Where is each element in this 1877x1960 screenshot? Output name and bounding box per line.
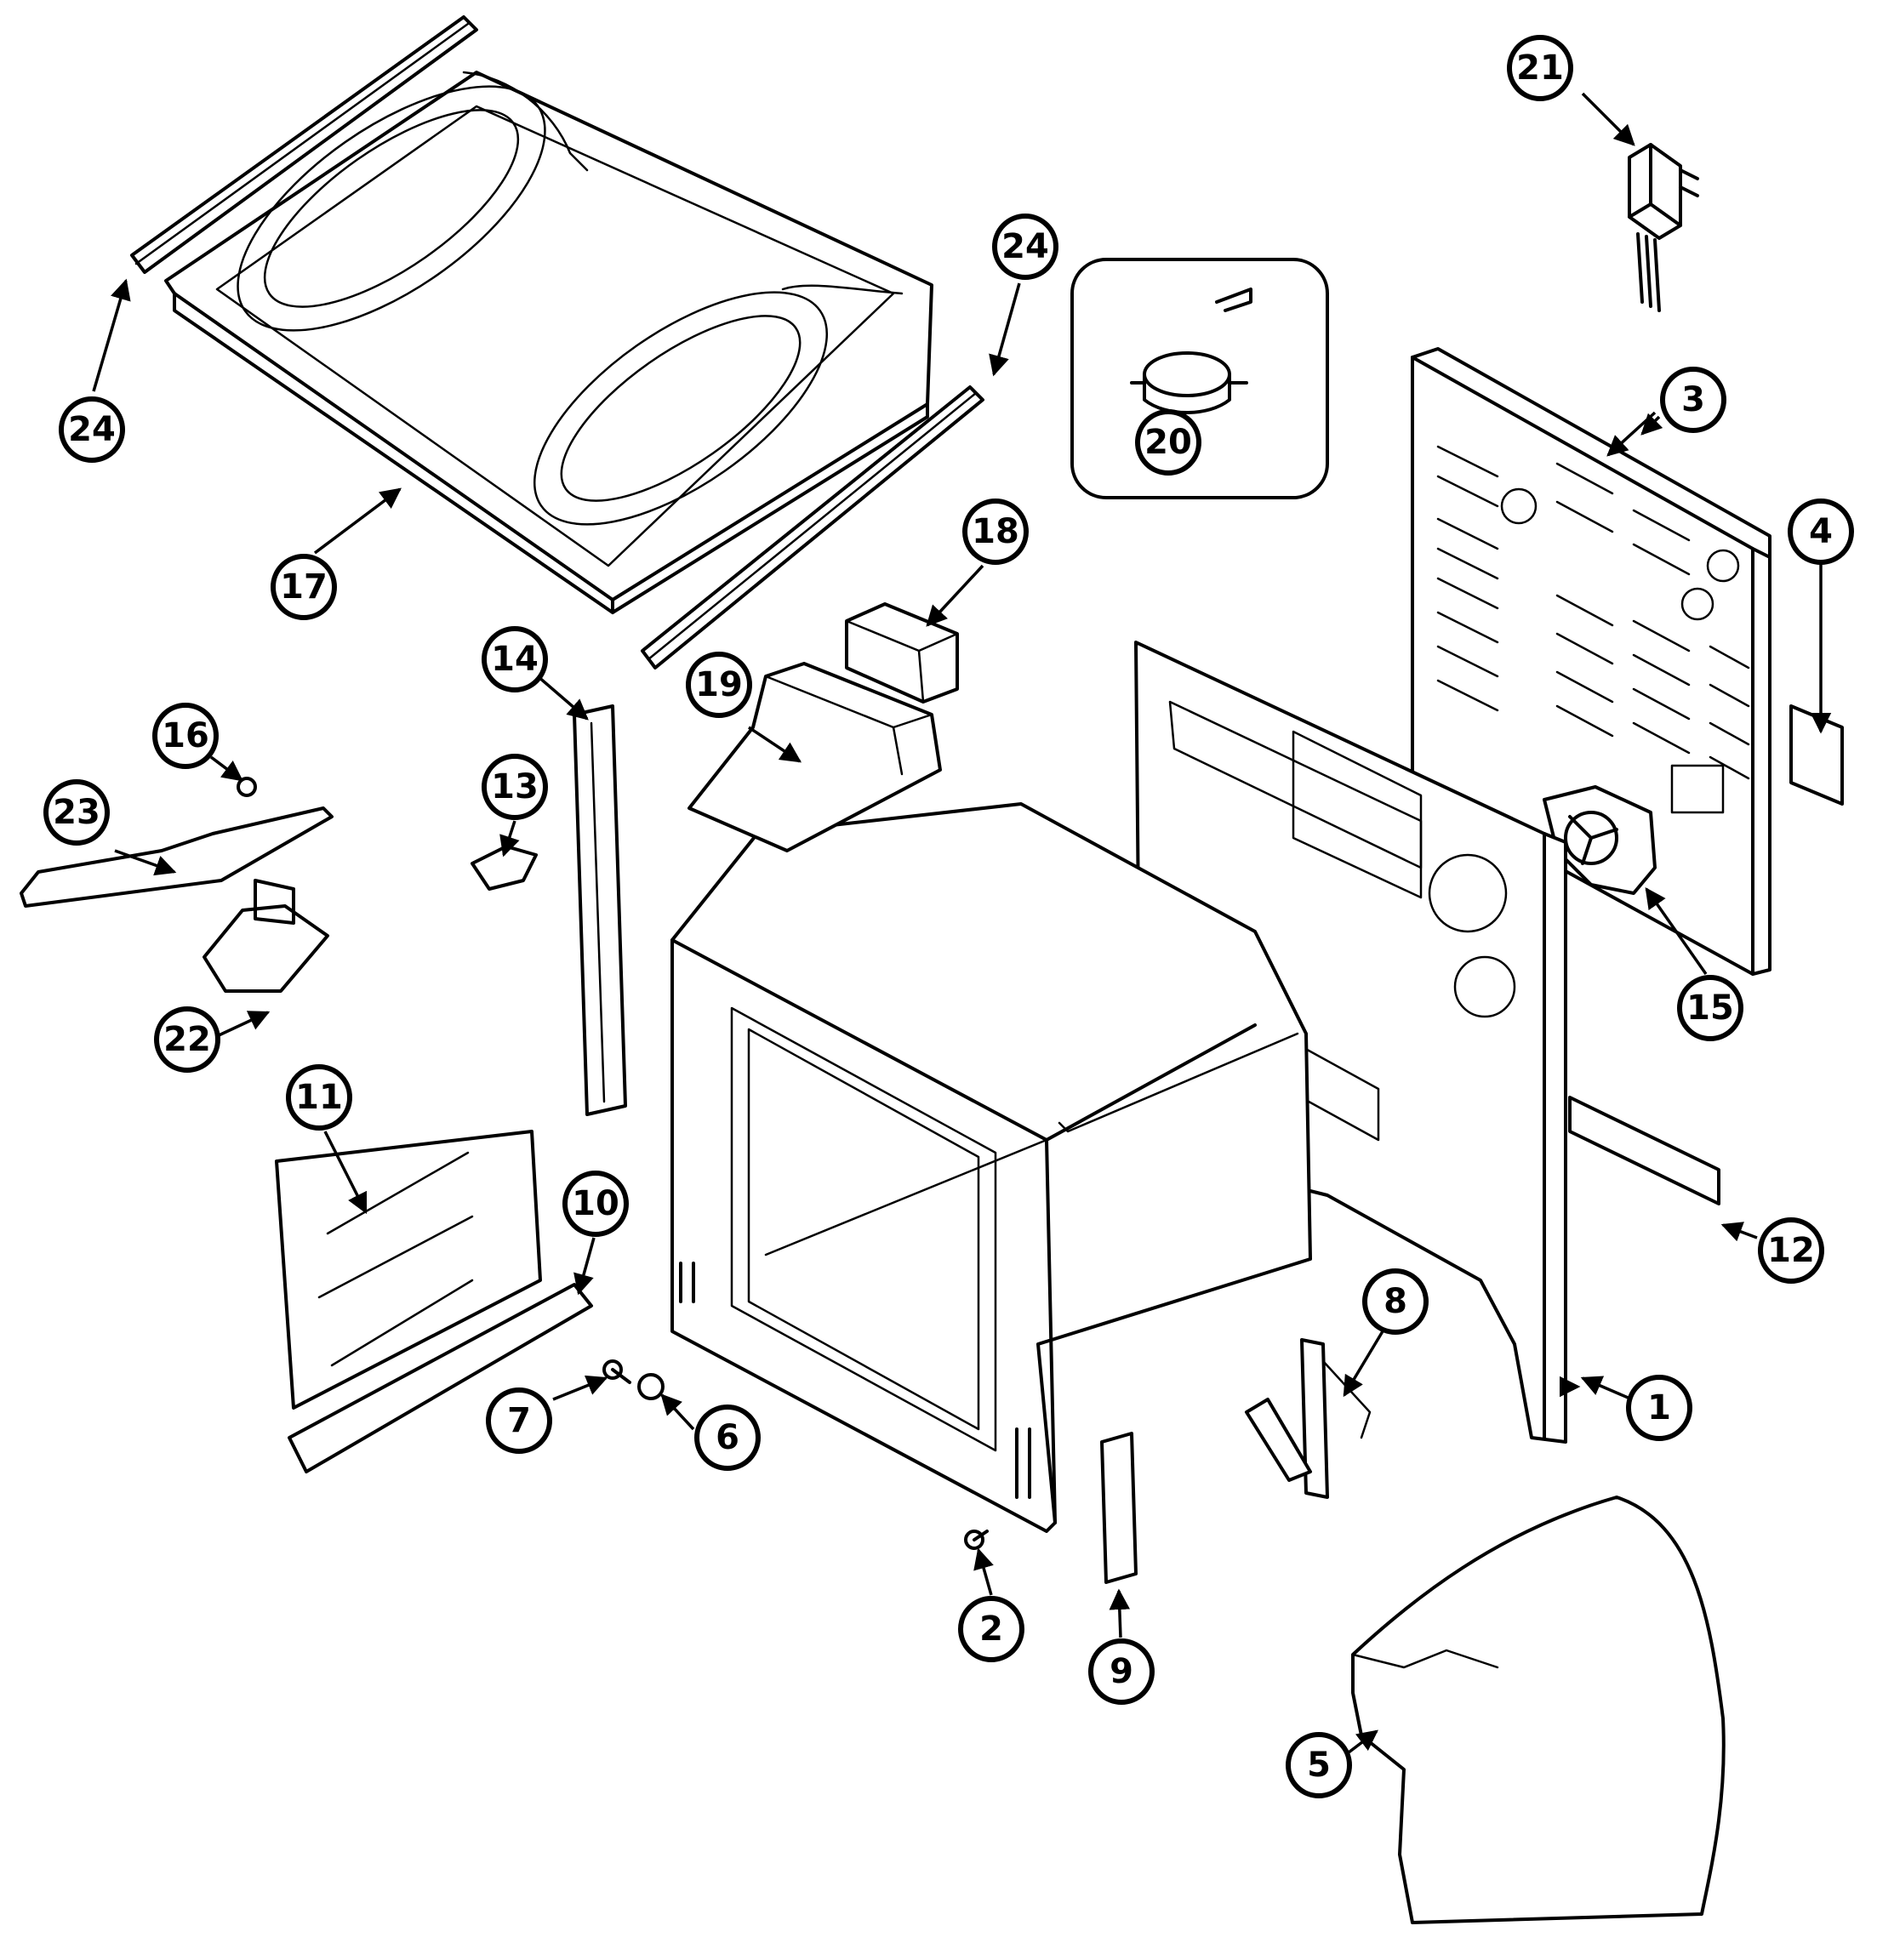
part-22-latch — [203, 879, 329, 993]
callout-6: 6 — [694, 1404, 761, 1471]
callout-label: 15 — [1686, 989, 1734, 1028]
callout-15: 15 — [1677, 975, 1743, 1041]
callout-4: 4 — [1788, 499, 1854, 565]
part-21-power-cord — [1628, 143, 1699, 312]
part-2-screw — [964, 1530, 989, 1550]
callout-20: 20 — [1135, 409, 1201, 476]
callout-label: 4 — [1809, 512, 1833, 551]
callout-label: 8 — [1384, 1282, 1407, 1321]
callout-label: 23 — [53, 793, 100, 832]
callout-22: 22 — [154, 1006, 220, 1073]
part-5-insulation — [1351, 1496, 1726, 1924]
part-9-hinge-receiver — [1100, 1432, 1138, 1584]
callout-23: 23 — [43, 779, 110, 846]
callout-label: 22 — [163, 1020, 211, 1059]
callout-label: 1 — [1647, 1388, 1671, 1427]
oven-cavity — [670, 802, 1312, 1533]
part-16-screw — [237, 777, 257, 797]
callout-7: 7 — [486, 1387, 552, 1454]
callout-label: 16 — [162, 716, 209, 755]
callout-3: 3 — [1660, 367, 1726, 433]
callout-label: 17 — [280, 567, 328, 607]
callout-5: 5 — [1286, 1732, 1352, 1798]
part-18-vent-cap — [845, 602, 959, 704]
callout-1: 1 — [1626, 1375, 1692, 1441]
callout-label: 13 — [491, 767, 539, 806]
callout-label: 20 — [1144, 423, 1192, 462]
back-panel-vents — [1436, 445, 1750, 814]
part-7-screw — [602, 1359, 631, 1384]
part-24-left-rail — [130, 15, 478, 274]
callout-label: 12 — [1767, 1231, 1815, 1270]
callout-label: 21 — [1516, 48, 1564, 88]
part-6-nut — [637, 1373, 665, 1400]
part-8-door-hinge — [1245, 1338, 1372, 1499]
callout-16: 16 — [152, 703, 219, 769]
callout-10: 10 — [562, 1171, 629, 1237]
part-1-side-frame — [1134, 641, 1567, 1444]
callout-label: 19 — [695, 665, 743, 704]
part-20-inset — [1070, 258, 1329, 499]
callout-17: 17 — [271, 554, 337, 620]
callout-2: 2 — [958, 1596, 1024, 1662]
callout-label: 6 — [716, 1418, 739, 1457]
callout-18: 18 — [962, 499, 1029, 565]
part-17-top-pan — [164, 71, 933, 614]
callout-13: 13 — [482, 754, 548, 820]
callout-label: 24 — [68, 410, 116, 449]
part-10-kick-rail — [288, 1283, 593, 1473]
callout-19: 19 — [686, 652, 752, 718]
callout-label: 11 — [295, 1078, 343, 1117]
callout-label: 14 — [491, 640, 539, 679]
callout-12: 12 — [1758, 1217, 1824, 1284]
leader-lines — [92, 92, 1832, 1754]
callout-9: 9 — [1088, 1638, 1155, 1705]
part-19-vent-duct — [687, 662, 942, 852]
callout-label: 18 — [972, 512, 1019, 551]
callout-label: 10 — [572, 1184, 619, 1223]
callout-8: 8 — [1362, 1268, 1429, 1335]
callout-21: 21 — [1507, 35, 1573, 101]
callout-24-right: 24 — [992, 214, 1058, 280]
callout-label: 5 — [1307, 1746, 1331, 1785]
part-12-side-rail — [1568, 1096, 1720, 1205]
callout-14: 14 — [482, 626, 548, 692]
callout-label: 3 — [1681, 380, 1705, 419]
callout-24-left: 24 — [59, 396, 125, 463]
part-11-lower-panel — [275, 1130, 542, 1410]
part-4-cover-plate — [1789, 704, 1844, 806]
callout-label: 9 — [1110, 1652, 1133, 1691]
part-15-fan-motor — [1543, 785, 1657, 895]
part-14-vertical-strip — [573, 704, 627, 1116]
callout-label: 7 — [507, 1401, 531, 1440]
callout-11: 11 — [286, 1064, 352, 1131]
part-23-lock-handle — [20, 806, 334, 908]
callout-label: 24 — [1001, 227, 1049, 266]
callout-label: 2 — [979, 1610, 1003, 1649]
part-24-right-rail — [641, 385, 984, 669]
